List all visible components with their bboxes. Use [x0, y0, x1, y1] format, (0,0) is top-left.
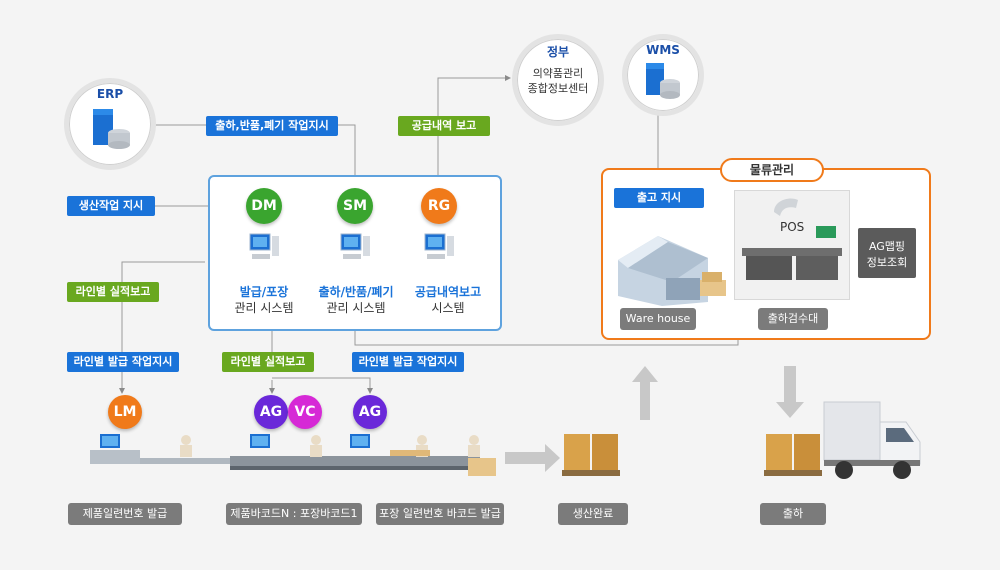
ag-node-2: AG — [353, 395, 387, 429]
warehouse-icon — [618, 236, 726, 306]
lm-node: LM — [108, 395, 142, 429]
truck-icon — [823, 401, 921, 479]
erp-order-tag: 출하,반품,폐기 작업지시 — [206, 116, 338, 136]
rg-label1: 공급내역보고 — [414, 285, 482, 299]
gov-bubble: 정부 의약품관리 종합정보센터 — [512, 34, 604, 126]
ag-mapping-line1: AG맵핑 — [868, 240, 906, 253]
sm-node: SM — [337, 188, 373, 224]
sm-label2: 관리 시스템 — [326, 301, 386, 315]
rg-node: RG — [421, 188, 457, 224]
rg-label2: 시스템 — [431, 301, 465, 315]
dm-node: DM — [246, 188, 282, 224]
erp-bubble: ERP — [64, 78, 156, 170]
dm-label1: 발급/포장 — [239, 285, 289, 299]
ag-mapping-box: AG맵핑 정보조회 — [858, 228, 916, 278]
dm-label2: 관리 시스템 — [234, 301, 294, 315]
pallet-boxes-icon — [562, 434, 620, 476]
computer-icon — [249, 233, 279, 259]
computer-icon — [340, 233, 370, 259]
bottom-label-barcode-ratio: 제품바코드N : 포장바코드1 — [226, 503, 362, 525]
inspection-panel — [734, 190, 850, 300]
computer-icon — [424, 233, 454, 259]
warehouse-label: Ware house — [620, 308, 696, 330]
gov-title: 정부 — [546, 45, 570, 59]
line-result-mid-tag: 라인별 실적보고 — [222, 352, 314, 372]
ag-node-1: AG — [254, 395, 288, 429]
bottom-label-done: 생산완료 — [558, 503, 628, 525]
production-order-tag: 생산작업 지시 — [67, 196, 155, 216]
logistics-title: 물류관리 — [720, 158, 824, 182]
pos-counter-icon — [742, 226, 842, 280]
server-icon — [93, 109, 130, 149]
pos-label: POS — [780, 220, 805, 234]
bottom-label-ship: 출하 — [760, 503, 826, 525]
outbound-order-tag: 출고 지시 — [614, 188, 704, 208]
line-issue-left-tag: 라인별 발급 작업지시 — [67, 352, 179, 372]
vc-node: VC — [288, 395, 322, 429]
pallet-boxes-icon — [764, 434, 822, 476]
wms-bubble: WMS — [622, 34, 704, 116]
ag-mapping-line2: 정보조회 — [866, 256, 908, 269]
sm-label1: 출하/반품/폐기 — [318, 285, 394, 299]
wms-title: WMS — [646, 43, 680, 57]
inspection-label: 출하검수대 — [758, 308, 828, 330]
bottom-label-package-serial: 포장 일련번호 바코드 발급 — [376, 503, 504, 525]
gov-line2: 종합정보센터 — [527, 82, 589, 95]
production-line-illustration — [90, 434, 496, 476]
line-issue-mid-tag: 라인별 발급 작업지시 — [352, 352, 464, 372]
erp-title: ERP — [96, 87, 124, 101]
gov-line1: 의약품관리 — [532, 67, 584, 80]
supply-report-tag: 공급내역 보고 — [398, 116, 490, 136]
scanner-icon — [774, 198, 798, 216]
server-icon — [646, 63, 680, 99]
line-result-left-tag: 라인별 실적보고 — [67, 282, 159, 302]
bottom-label-serial: 제품일련번호 발급 — [68, 503, 182, 525]
